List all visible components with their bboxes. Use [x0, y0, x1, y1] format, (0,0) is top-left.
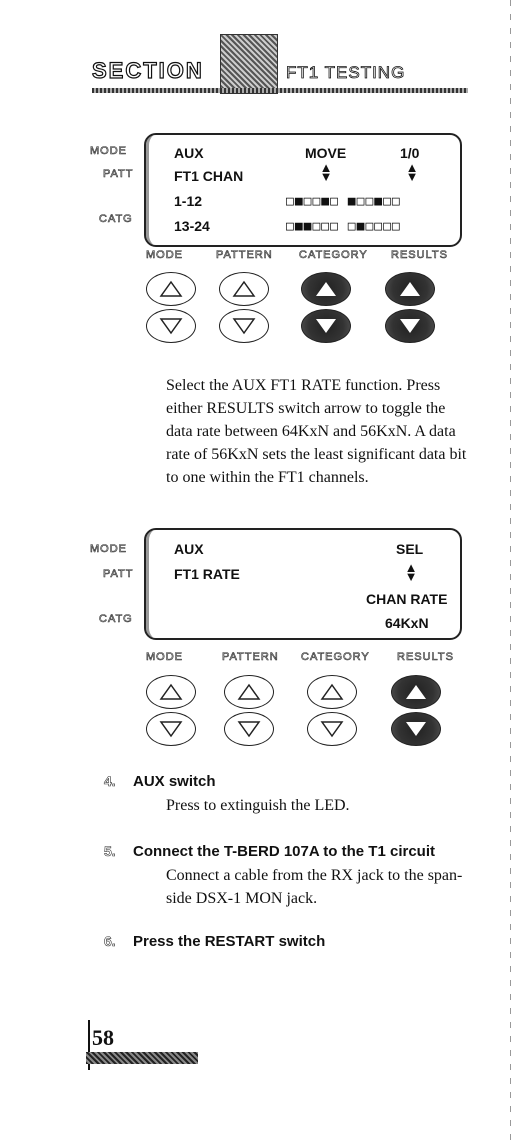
channel-blocks-1: □■□□■□ ■□□■□□	[286, 194, 401, 209]
section-emblem-icon	[220, 34, 278, 94]
lcd-chan-rate: CHAN RATE	[366, 591, 448, 607]
page-tick	[88, 1020, 90, 1070]
lcd-rate-value: 64KxN	[385, 615, 429, 631]
side-label-catg: CATG	[99, 213, 133, 226]
pattern-down-button[interactable]	[219, 309, 269, 343]
triangle-down-icon	[400, 319, 420, 333]
triangle-down-icon	[232, 318, 256, 335]
lcd-range-2: 13-24	[174, 218, 210, 234]
triangle-down-icon	[320, 721, 344, 738]
triangle-up-icon	[159, 683, 183, 700]
results-up-button[interactable]	[385, 272, 435, 306]
category-up-button[interactable]	[301, 272, 351, 306]
section-word: SECTION	[91, 57, 204, 83]
side-label-mode: MODE	[90, 543, 127, 556]
lcd-ratio: 1/0	[400, 145, 420, 161]
side-label-patt: PATT	[103, 168, 134, 181]
lcd-move: MOVE	[305, 145, 347, 161]
triangle-up-icon	[316, 282, 336, 296]
step-number: 4.	[104, 773, 116, 790]
step-heading: Connect the T-BERD 107A to the T1 circui…	[133, 843, 435, 860]
category-up-button[interactable]	[307, 675, 357, 709]
results-label: RESULTS	[391, 249, 448, 262]
results-label: RESULTS	[397, 651, 454, 664]
triangle-down-icon	[406, 722, 426, 736]
triangle-up-icon	[159, 280, 183, 297]
results-down-button[interactable]	[391, 712, 441, 746]
step-number: 6.	[104, 933, 116, 950]
mode-up-button[interactable]	[146, 675, 196, 709]
pattern-up-button[interactable]	[219, 272, 269, 306]
mode-label: MODE	[146, 249, 183, 262]
lcd-aux: AUX	[174, 145, 204, 161]
lcd-sel: SEL	[396, 541, 424, 557]
category-down-button[interactable]	[307, 712, 357, 746]
page-title: FT1 TESTING	[286, 63, 406, 83]
up-down-arrow-icon: ▲▼	[319, 160, 333, 184]
step-number: 5.	[104, 843, 116, 860]
category-down-button[interactable]	[301, 309, 351, 343]
mode-down-button[interactable]	[146, 712, 196, 746]
instruction-paragraph: Select the AUX FT1 RATE function. Press …	[166, 377, 467, 486]
step-heading: Press the RESTART switch	[133, 933, 326, 950]
category-label: CATEGORY	[301, 651, 370, 664]
results-up-button[interactable]	[391, 675, 441, 709]
step-body: Connect a cable from the RX jack to the …	[166, 867, 463, 907]
triangle-down-icon	[159, 721, 183, 738]
mode-down-button[interactable]	[146, 309, 196, 343]
page-number: 58	[92, 1025, 114, 1050]
page-bar	[86, 1052, 198, 1064]
triangle-up-icon	[400, 282, 420, 296]
pattern-up-button[interactable]	[224, 675, 274, 709]
triangle-down-icon	[237, 721, 261, 738]
triangle-up-icon	[320, 683, 344, 700]
lcd-display	[144, 528, 462, 640]
mode-label: MODE	[146, 651, 183, 664]
triangle-down-icon	[159, 318, 183, 335]
lcd-aux: AUX	[174, 541, 204, 557]
lcd-range-1: 1-12	[174, 193, 203, 209]
pattern-label: PATTERN	[216, 249, 273, 262]
triangle-up-icon	[406, 685, 426, 699]
triangle-up-icon	[237, 683, 261, 700]
category-label: CATEGORY	[299, 249, 368, 262]
results-down-button[interactable]	[385, 309, 435, 343]
step-heading: AUX switch	[133, 773, 216, 790]
channel-blocks-2: □■■□□□ □■□□□□	[286, 219, 401, 234]
step-body: Press to extinguish the LED.	[166, 797, 350, 814]
side-label-catg: CATG	[99, 613, 133, 626]
pattern-down-button[interactable]	[224, 712, 274, 746]
lcd-ft1-chan: FT1 CHAN	[174, 168, 244, 184]
lcd-display	[144, 133, 462, 247]
lcd-ft1-rate: FT1 RATE	[174, 566, 240, 582]
up-down-arrow-icon: ▲▼	[405, 160, 419, 184]
header-rule	[92, 88, 468, 93]
up-down-arrow-icon: ▲▼	[404, 560, 418, 584]
triangle-down-icon	[316, 319, 336, 333]
triangle-up-icon	[232, 280, 256, 297]
side-label-patt: PATT	[103, 568, 134, 581]
page-edge	[510, 0, 511, 1143]
side-label-mode: MODE	[90, 145, 127, 158]
mode-up-button[interactable]	[146, 272, 196, 306]
pattern-label: PATTERN	[222, 651, 279, 664]
